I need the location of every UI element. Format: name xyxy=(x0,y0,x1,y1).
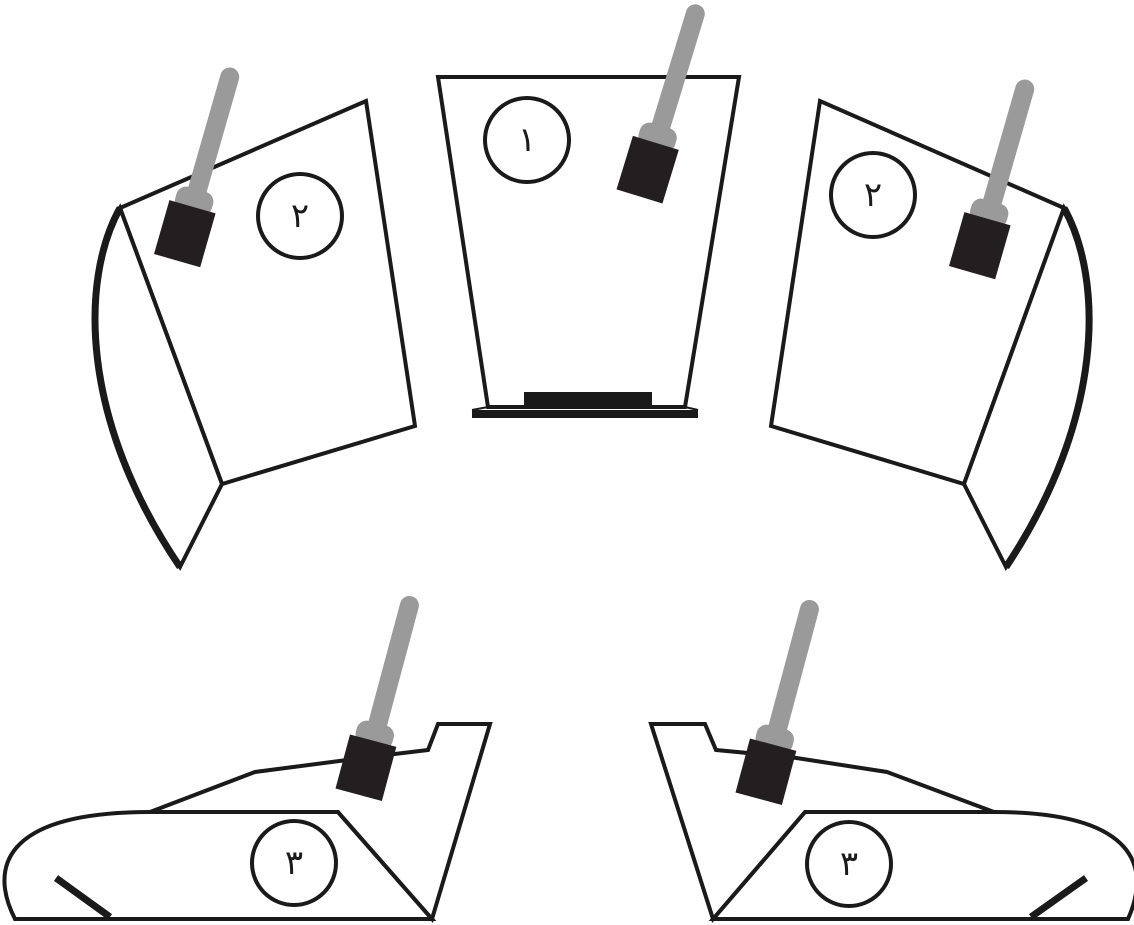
paintbrush-icon xyxy=(335,595,419,801)
badge-front: ١ xyxy=(483,96,571,184)
shoe-front-panel: ١ xyxy=(435,4,742,418)
paintbrush-icon xyxy=(735,599,819,805)
badge-front-label: ١ xyxy=(518,120,536,160)
badge-right-bottom-label: ٣ xyxy=(840,844,858,884)
shoe-left-side-panel: ٢ xyxy=(91,67,418,571)
shoe-left-side-edge xyxy=(91,206,183,569)
shoe-right-side-edge xyxy=(1003,206,1093,569)
shoe-right-bottom-mark xyxy=(1028,875,1089,920)
paintbrush-icon xyxy=(154,67,240,268)
shoe-front-sole xyxy=(472,410,698,418)
shoe-right-side-panel: ٢ xyxy=(768,79,1093,571)
badge-left-side-label: ٢ xyxy=(291,196,309,236)
badge-right-bottom: ٣ xyxy=(805,820,893,908)
paintbrush-icon xyxy=(616,4,705,204)
paintbrush-icon xyxy=(949,79,1035,280)
shoe-left-bottom-mark xyxy=(53,875,113,920)
badge-left-bottom-label: ٣ xyxy=(285,843,303,883)
badge-left-side: ٢ xyxy=(256,172,344,260)
shoe-left-bottom-panel: ٣ xyxy=(2,595,493,924)
shoe-front-heel xyxy=(524,392,652,405)
shoe-front-outline xyxy=(435,75,742,409)
shoe-right-bottom-panel: ٣ xyxy=(648,599,1134,924)
badge-left-bottom: ٣ xyxy=(250,819,338,907)
badge-right-side: ٢ xyxy=(829,151,917,239)
badge-right-side-label: ٢ xyxy=(864,175,882,215)
